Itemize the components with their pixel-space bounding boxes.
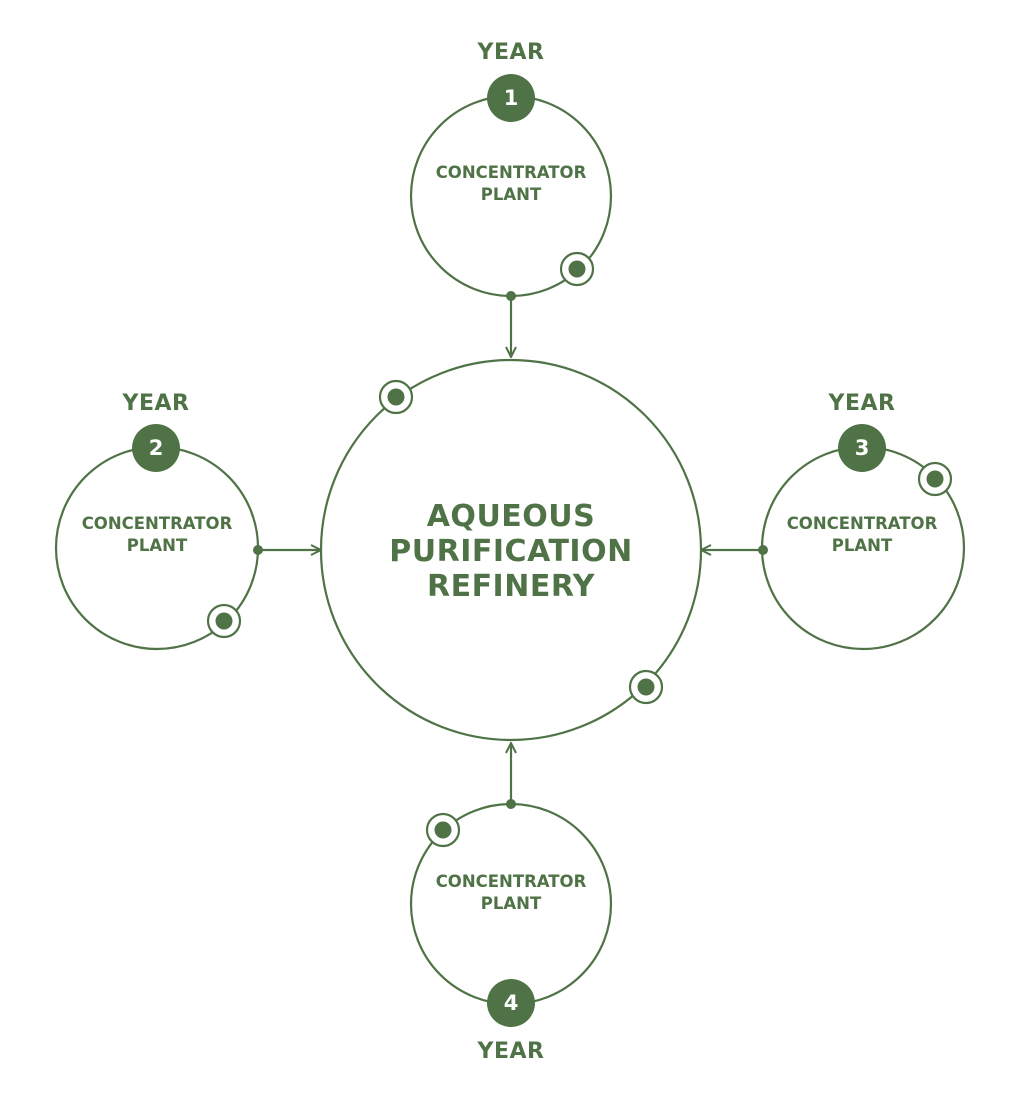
orbit-marker-icon (628, 669, 664, 705)
plant-node-3: 3 YEAR CONCENTRATOR PLANT (760, 391, 966, 651)
plant-label-line-1: CONCENTRATOR (787, 514, 938, 533)
orbit-marker-icon (378, 379, 414, 415)
plant-node-4: 4 YEAR CONCENTRATOR PLANT (409, 802, 613, 1064)
year-label: YEAR (477, 1039, 545, 1064)
orbit-marker-icon (206, 603, 242, 639)
refinery-title-line-1: AQUEOUS (427, 499, 596, 534)
plant-label-line-1: CONCENTRATOR (436, 872, 587, 891)
refinery-node: AQUEOUS PURIFICATION REFINERY (319, 358, 703, 742)
refinery-circle (319, 358, 703, 742)
year-badge-2: 2 (132, 424, 180, 472)
orbit-marker-icon (425, 812, 461, 848)
plant-label-line-2: PLANT (481, 185, 542, 204)
connector-plant-2 (253, 545, 321, 555)
year-label: YEAR (122, 391, 190, 416)
connector-plant-4 (506, 743, 516, 809)
year-number: 2 (149, 436, 164, 460)
refinery-title-line-3: REFINERY (427, 569, 596, 604)
orbit-marker-icon (559, 251, 595, 287)
plant-node-2: 2 YEAR CONCENTRATOR PLANT (54, 391, 260, 651)
year-label: YEAR (828, 391, 896, 416)
plant-label-line-1: CONCENTRATOR (82, 514, 233, 533)
year-badge-3: 3 (838, 424, 886, 472)
plant-label-line-2: PLANT (481, 894, 542, 913)
plant-label-line-2: PLANT (832, 536, 893, 555)
connector-plant-3 (701, 545, 768, 555)
year-number: 4 (504, 991, 519, 1015)
year-label: YEAR (477, 40, 545, 65)
refinery-title-line-2: PURIFICATION (389, 534, 632, 569)
plant-label-line-1: CONCENTRATOR (436, 163, 587, 182)
plant-node-1: 1 YEAR CONCENTRATOR PLANT (409, 40, 613, 298)
year-badge-4: 4 (487, 979, 535, 1027)
plant-label-line-2: PLANT (127, 536, 188, 555)
connector-plant-1 (506, 291, 516, 357)
year-badge-1: 1 (487, 74, 535, 122)
year-number: 1 (504, 86, 519, 110)
year-number: 3 (855, 436, 870, 460)
orbit-marker-icon (917, 461, 953, 497)
